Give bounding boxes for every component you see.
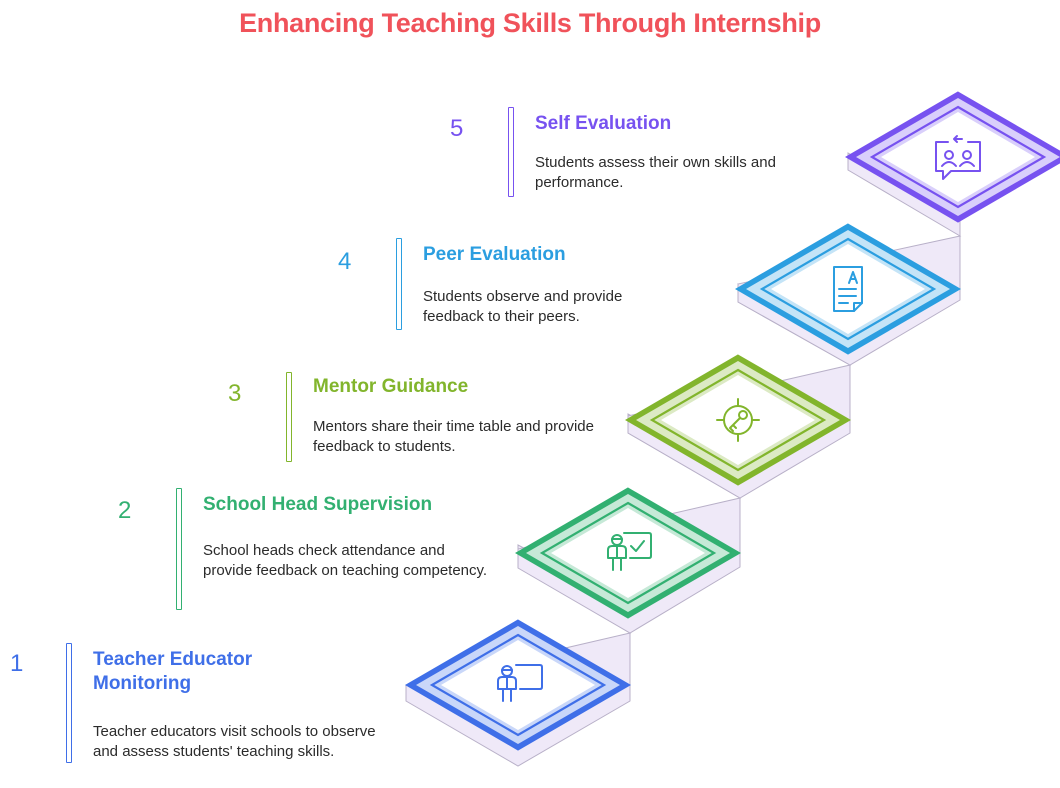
step-heading: School Head Supervision	[203, 494, 433, 515]
step-number: 1	[10, 650, 24, 677]
step-accent-bar	[66, 643, 72, 763]
step-number: 5	[450, 115, 464, 142]
step-1-tile	[405, 619, 631, 751]
step-number: 4	[338, 248, 352, 275]
step-2-tile	[515, 487, 741, 619]
step-heading: Peer Evaluation	[423, 244, 566, 265]
teacher-board-icon	[497, 664, 543, 702]
target-key-icon	[716, 398, 760, 442]
step-5-tile	[845, 91, 1060, 223]
step-description: School heads check attendance and provid…	[203, 542, 488, 579]
step-description: Students observe and provide feedback to…	[423, 288, 623, 325]
teacher-check-icon	[607, 532, 652, 571]
step-heading: Teacher Educator Monitoring	[93, 649, 253, 694]
step-number: 3	[228, 380, 242, 407]
step-accent-bar	[176, 488, 182, 610]
graded-paper-icon	[833, 266, 863, 312]
step-4-tile	[735, 223, 961, 355]
diagram-title: Enhancing Teaching Skills Through Intern…	[239, 8, 821, 38]
people-exchange-icon	[935, 135, 981, 180]
step-description: Students assess their own skills and per…	[535, 154, 776, 191]
step-description: Mentors share their time table and provi…	[313, 418, 594, 455]
step-number: 2	[118, 497, 132, 524]
step-3-tile	[625, 354, 851, 486]
step-accent-bar	[286, 372, 292, 462]
step-accent-bar	[508, 107, 514, 197]
step-accent-bar	[396, 238, 402, 330]
step-heading: Mentor Guidance	[313, 376, 469, 397]
step-description: Teacher educators visit schools to obser…	[93, 723, 376, 760]
step-heading: Self Evaluation	[535, 113, 672, 134]
